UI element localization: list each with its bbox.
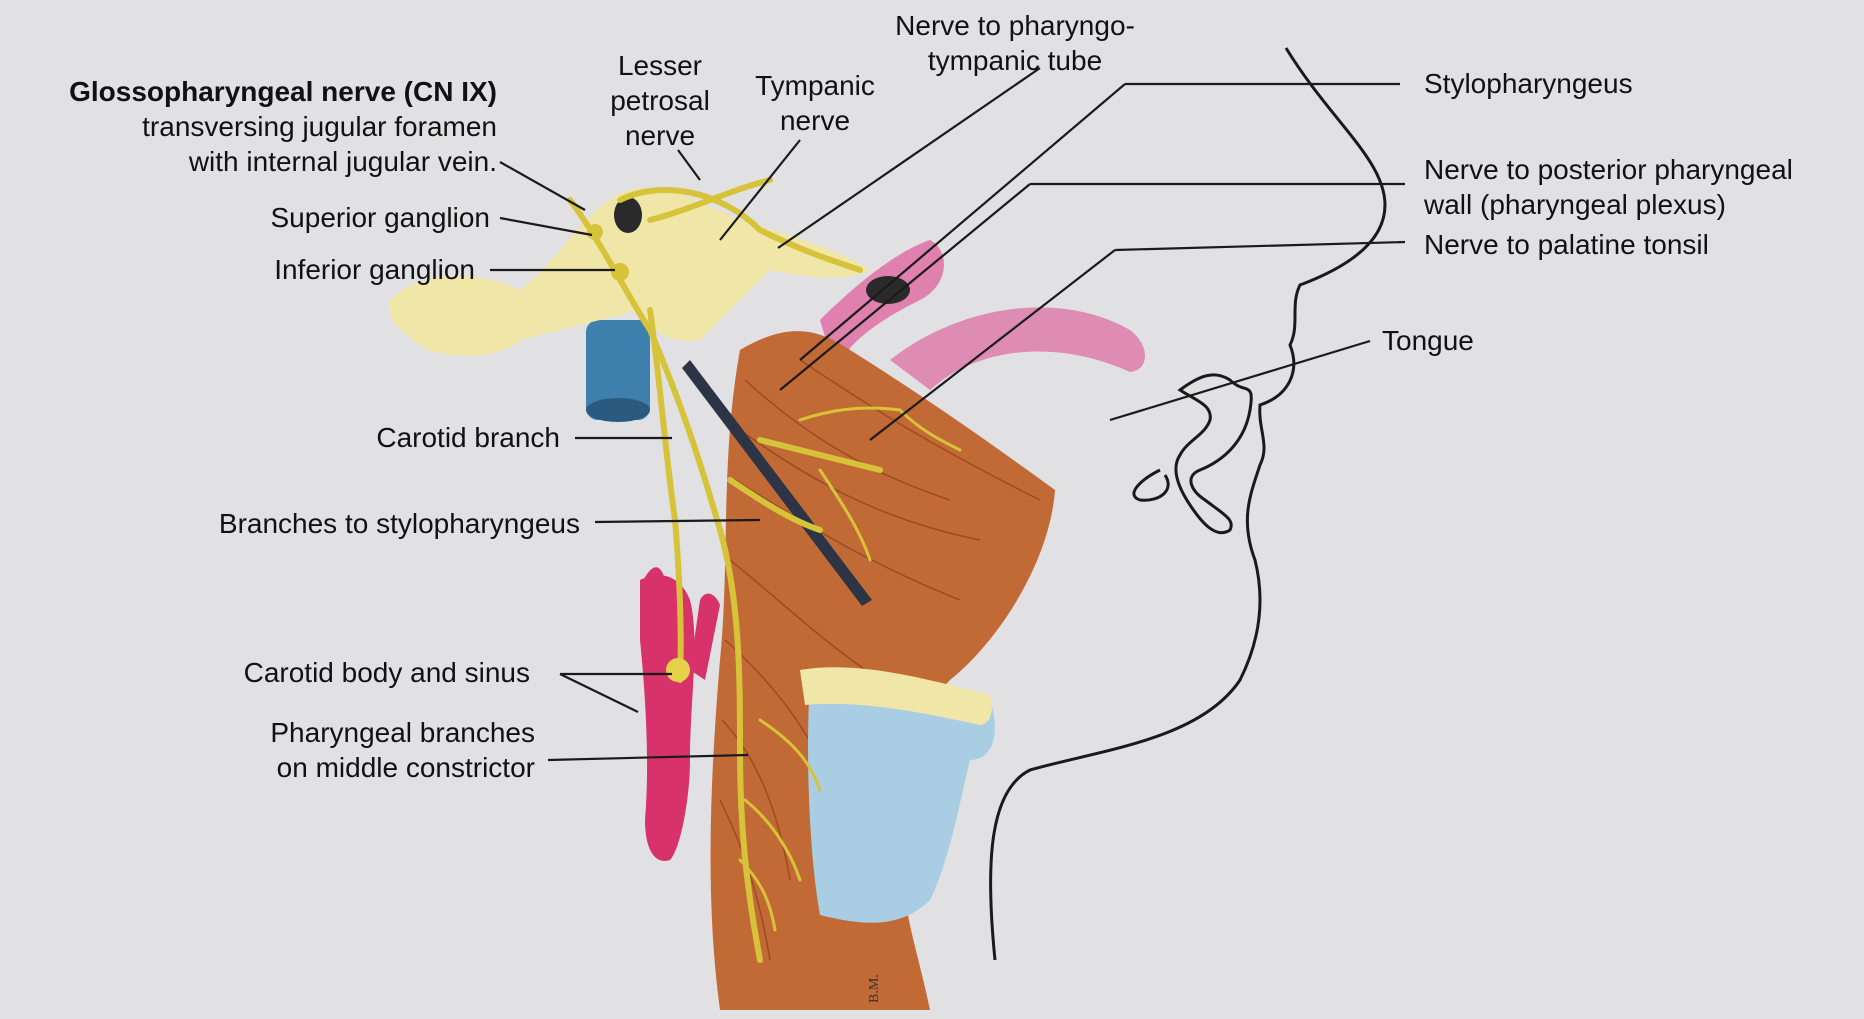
carotid-body-sinus bbox=[666, 658, 690, 682]
label-inferior-ganglion: Inferior ganglion bbox=[140, 252, 475, 287]
leader-lesser-petrosal bbox=[678, 150, 700, 180]
pink-tissue-tongue bbox=[890, 307, 1145, 390]
pharyngotympanic-line2: tympanic tube bbox=[870, 43, 1160, 78]
label-nerve-to-palatine-tonsil: Nerve to palatine tonsil bbox=[1424, 227, 1709, 262]
label-glossopharyngeal-nerve: Glossopharyngeal nerve (CN IX) transvers… bbox=[12, 74, 497, 179]
epiglottis-outline bbox=[1176, 375, 1251, 533]
label-pharyngeal-branches: Pharyngeal branches on middle constricto… bbox=[150, 715, 535, 785]
inferior-ganglion-mark bbox=[611, 263, 629, 281]
tympanic-line2: nerve bbox=[740, 103, 890, 138]
carotid-branch-text: Carotid branch bbox=[260, 420, 560, 455]
pharyngeal-branches-line2: on middle constrictor bbox=[150, 750, 535, 785]
label-tongue: Tongue bbox=[1382, 323, 1474, 358]
carotid-body-sinus-text: Carotid body and sinus bbox=[150, 655, 530, 690]
palatine-tonsil-text: Nerve to palatine tonsil bbox=[1424, 227, 1709, 262]
leader-carotid-body-2 bbox=[560, 674, 638, 712]
label-tympanic-nerve: Tympanic nerve bbox=[740, 68, 890, 138]
tongue-text: Tongue bbox=[1382, 323, 1474, 358]
pharyngeal-branches-line1: Pharyngeal branches bbox=[150, 715, 535, 750]
pharyngotympanic-line1: Nerve to pharyngo- bbox=[870, 8, 1160, 43]
label-branches-to-stylopharyngeus: Branches to stylopharyngeus bbox=[150, 506, 580, 541]
tympanic-line1: Tympanic bbox=[740, 68, 890, 103]
label-lesser-petrosal-nerve: Lesser petrosal nerve bbox=[595, 48, 725, 153]
superior-ganglion-mark bbox=[587, 224, 603, 240]
lesser-petrosal-line3: nerve bbox=[595, 118, 725, 153]
inferior-ganglion-text: Inferior ganglion bbox=[140, 252, 475, 287]
tongue-cavity-outline bbox=[1134, 470, 1168, 500]
glossopharyngeal-sub2: with internal jugular vein. bbox=[12, 144, 497, 179]
leader-palatine-tonsil bbox=[1115, 242, 1405, 250]
leader-cn9 bbox=[500, 162, 585, 210]
posterior-pharyngeal-line1: Nerve to posterior pharyngeal bbox=[1424, 152, 1793, 187]
superior-ganglion-text: Superior ganglion bbox=[150, 200, 490, 235]
label-carotid-body-and-sinus: Carotid body and sinus bbox=[150, 655, 530, 690]
lesser-petrosal-line2: petrosal bbox=[595, 83, 725, 118]
artist-signature: B.M. bbox=[867, 974, 882, 1003]
glossopharyngeal-title: Glossopharyngeal nerve (CN IX) bbox=[12, 74, 497, 109]
label-nerve-to-posterior-pharyngeal-wall: Nerve to posterior pharyngeal wall (phar… bbox=[1424, 152, 1793, 222]
leader-tongue bbox=[1110, 341, 1370, 420]
label-nerve-to-pharyngotympanic-tube: Nerve to pharyngo- tympanic tube bbox=[870, 8, 1160, 78]
external-carotid-artery bbox=[690, 594, 720, 680]
label-superior-ganglion: Superior ganglion bbox=[150, 200, 490, 235]
posterior-pharyngeal-line2: wall (pharyngeal plexus) bbox=[1424, 187, 1793, 222]
label-carotid-branch: Carotid branch bbox=[260, 420, 560, 455]
branches-stylopharyngeus-text: Branches to stylopharyngeus bbox=[150, 506, 580, 541]
glossopharyngeal-sub1: transversing jugular foramen bbox=[12, 109, 497, 144]
stylopharyngeus-text: Stylopharyngeus bbox=[1424, 66, 1633, 101]
lesser-petrosal-line1: Lesser bbox=[595, 48, 725, 83]
leader-superior-ganglion bbox=[500, 218, 592, 235]
label-stylopharyngeus: Stylopharyngeus bbox=[1424, 66, 1633, 101]
